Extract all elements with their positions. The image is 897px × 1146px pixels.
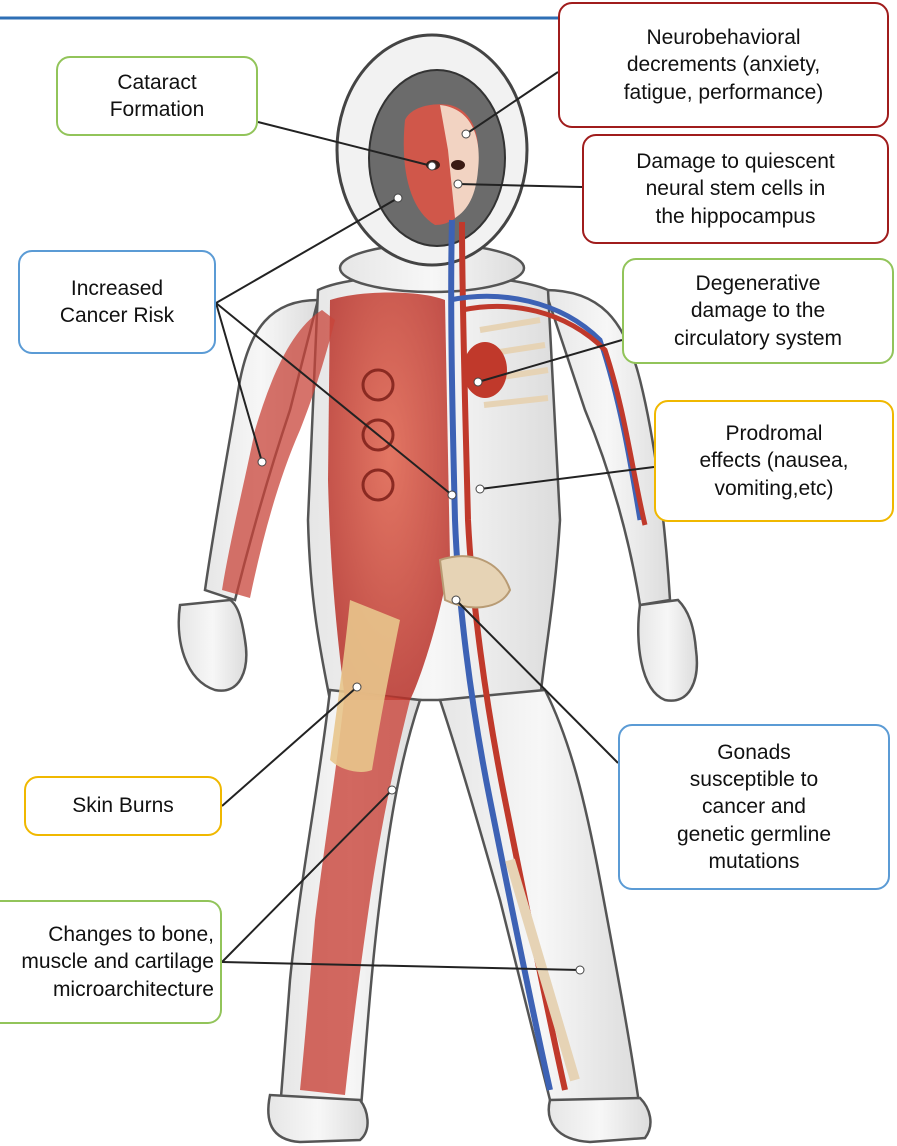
callout-cancer-risk-line-2: Cancer Risk bbox=[60, 302, 174, 329]
callout-cataract: Cataract Formation bbox=[56, 56, 258, 136]
callout-cancer-risk: Increased Cancer Risk bbox=[18, 250, 216, 354]
callout-prodromal: Prodromal effects (nausea, vomiting,etc) bbox=[654, 400, 894, 522]
callout-circulatory-line-2: damage to the bbox=[674, 297, 842, 324]
callout-prodromal-line-3: vomiting,etc) bbox=[699, 475, 848, 502]
callout-neurobehavioral-line-2: decrements (anxiety, bbox=[624, 51, 824, 78]
callout-neurobehavioral: Neurobehavioral decrements (anxiety, fat… bbox=[558, 2, 889, 128]
callout-neurobehavioral-line-3: fatigue, performance) bbox=[624, 79, 824, 106]
callout-neural-stem-line-1: Damage to quiescent bbox=[636, 148, 834, 175]
callout-neural-stem-line-2: neural stem cells in bbox=[636, 175, 834, 202]
callout-bone-line-2: muscle and cartilage bbox=[21, 948, 214, 975]
callout-gonads-line-5: mutations bbox=[677, 848, 831, 875]
callout-gonads-line-1: Gonads bbox=[677, 739, 831, 766]
callout-skin-burns: Skin Burns bbox=[24, 776, 222, 836]
callout-cataract-line-1: Cataract bbox=[110, 69, 205, 96]
callout-circulatory: Degenerative damage to the circulatory s… bbox=[622, 258, 894, 364]
callout-circulatory-line-3: circulatory system bbox=[674, 325, 842, 352]
callout-neurobehavioral-line-1: Neurobehavioral bbox=[624, 24, 824, 51]
callout-neural-stem: Damage to quiescent neural stem cells in… bbox=[582, 134, 889, 244]
callout-neural-stem-line-3: the hippocampus bbox=[636, 203, 834, 230]
callout-gonads-line-4: genetic germline bbox=[677, 821, 831, 848]
callout-gonads-line-2: susceptible to bbox=[677, 766, 831, 793]
callout-gonads-line-3: cancer and bbox=[677, 793, 831, 820]
callout-circulatory-line-1: Degenerative bbox=[674, 270, 842, 297]
callout-bone: Changes to bone, muscle and cartilage mi… bbox=[0, 900, 222, 1024]
callout-prodromal-line-2: effects (nausea, bbox=[699, 447, 848, 474]
callout-cataract-line-2: Formation bbox=[110, 96, 205, 123]
callout-cancer-risk-line-1: Increased bbox=[60, 275, 174, 302]
callout-gonads: Gonads susceptible to cancer and genetic… bbox=[618, 724, 890, 890]
callout-prodromal-line-1: Prodromal bbox=[699, 420, 848, 447]
callout-bone-line-3: microarchitecture bbox=[21, 976, 214, 1003]
callout-bone-line-1: Changes to bone, bbox=[21, 921, 214, 948]
callout-skin-burns-line-1: Skin Burns bbox=[72, 792, 174, 819]
